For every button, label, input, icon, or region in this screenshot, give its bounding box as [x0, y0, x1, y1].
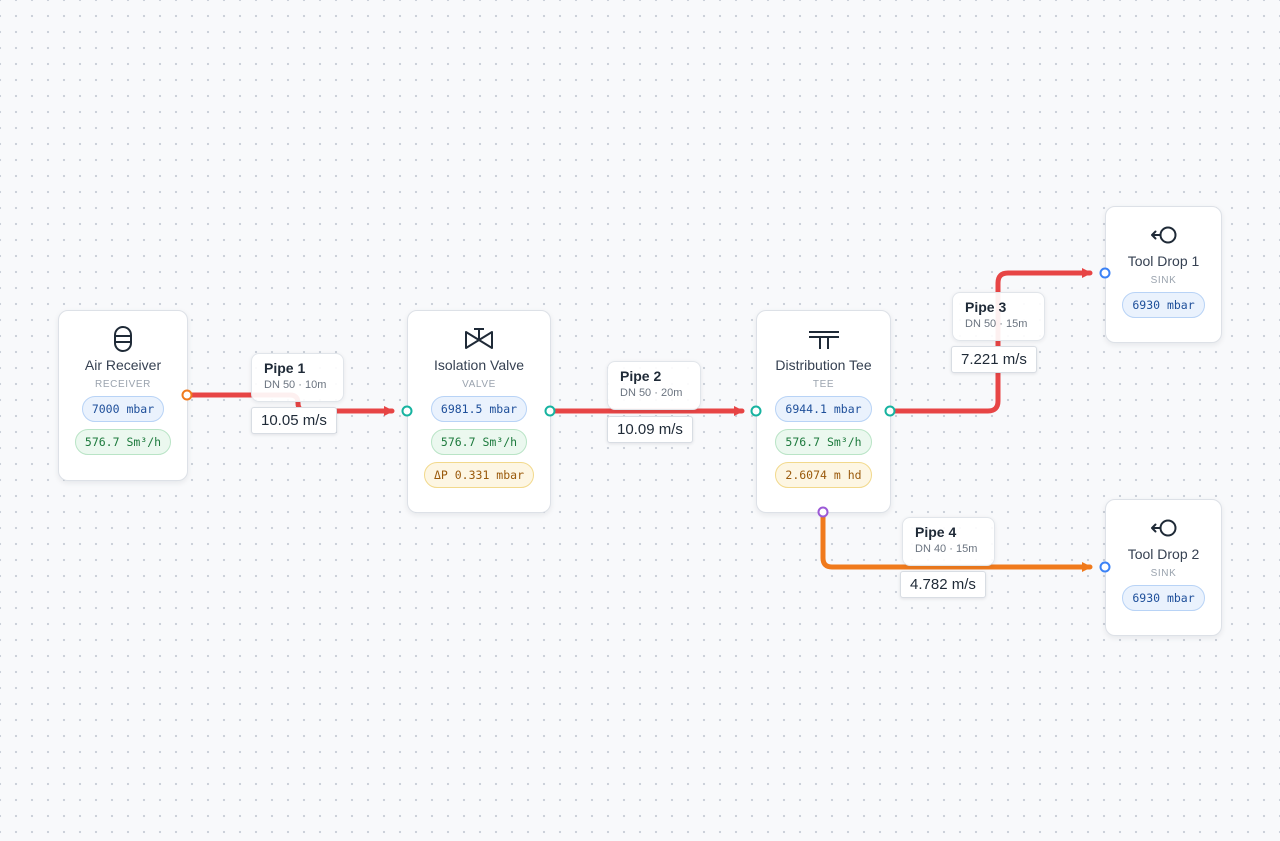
flow-badge: 576.7 Sm³/h: [74, 429, 172, 455]
pipe-name: Pipe 4: [915, 524, 957, 540]
pipe-spec: DN 40 · 15m: [915, 543, 978, 555]
flow-badge: 576.7 Sm³/h: [775, 429, 872, 455]
valve-output-handle[interactable]: [544, 405, 556, 417]
node-tool-drop-2[interactable]: Tool Drop 2 SINK 6930 mbar: [1105, 499, 1222, 636]
node-title: Tool Drop 1: [1127, 253, 1200, 269]
node-type: SINK: [1150, 568, 1177, 579]
node-type: SINK: [1150, 275, 1177, 286]
pipe-4-edge[interactable]: [820, 509, 1093, 572]
head-badge: 2.6074 m hd: [775, 462, 872, 488]
node-type: VALVE: [462, 379, 496, 390]
node-title: Isolation Valve: [433, 357, 524, 373]
tee-output-handle[interactable]: [884, 405, 896, 417]
tee-branch-handle[interactable]: [817, 506, 829, 518]
pressure-badge: 6930 mbar: [1122, 292, 1205, 318]
pipe-spec: DN 50 · 15m: [965, 318, 1028, 330]
pressure-badge: 6930 mbar: [1122, 585, 1205, 611]
tool-drop-1-input-handle[interactable]: [1099, 267, 1111, 279]
node-tool-drop-1[interactable]: Tool Drop 1 SINK 6930 mbar: [1105, 206, 1222, 343]
pipe-name: Pipe 1: [264, 360, 306, 376]
pressure-badge: 6981.5 mbar: [430, 396, 528, 422]
pipe-3-velocity: 7.221 m/s: [951, 346, 1037, 373]
sink-icon: [1149, 514, 1179, 542]
node-air-receiver[interactable]: Air Receiver RECEIVER 7000 mbar 576.7 Sm…: [58, 310, 188, 481]
valve-icon: [464, 325, 494, 353]
valve-input-handle[interactable]: [401, 405, 413, 417]
receiver-output-handle[interactable]: [181, 389, 193, 401]
pipe-name: Pipe 2: [620, 368, 662, 384]
tee-input-handle[interactable]: [750, 405, 762, 417]
pipe-4-label[interactable]: Pipe 4 DN 40 · 15m: [902, 517, 995, 566]
pipe-2-velocity: 10.09 m/s: [607, 416, 693, 443]
sink-icon: [1149, 221, 1179, 249]
node-distribution-tee[interactable]: Distribution Tee TEE 6944.1 mbar 576.7 S…: [756, 310, 891, 513]
node-title: Air Receiver: [84, 357, 162, 373]
node-isolation-valve[interactable]: Isolation Valve VALVE 6981.5 mbar 576.7 …: [407, 310, 551, 513]
pressure-badge: 7000 mbar: [81, 396, 165, 422]
tee-icon: [808, 325, 840, 353]
node-title: Tool Drop 2: [1127, 546, 1200, 562]
pipe-3-label[interactable]: Pipe 3 DN 50 · 15m: [952, 292, 1045, 341]
pipe-2-label[interactable]: Pipe 2 DN 50 · 20m: [607, 361, 701, 410]
node-title: Distribution Tee: [775, 357, 872, 373]
tool-drop-2-input-handle[interactable]: [1099, 561, 1111, 573]
pipe-spec: DN 50 · 20m: [620, 387, 683, 399]
pipe-1-label[interactable]: Pipe 1 DN 50 · 10m: [251, 353, 344, 402]
receiver-tank-icon: [112, 325, 134, 353]
node-type: RECEIVER: [95, 379, 151, 390]
pipe-name: Pipe 3: [965, 299, 1007, 315]
pipe-3-edge[interactable]: [887, 268, 1093, 414]
pipe-spec: DN 50 · 10m: [264, 379, 327, 391]
flow-badge: 576.7 Sm³/h: [430, 429, 528, 455]
pipe-1-velocity: 10.05 m/s: [251, 407, 337, 434]
pressure-drop-badge: ΔP 0.331 mbar: [423, 462, 534, 488]
node-type: TEE: [812, 379, 835, 390]
pipe-4-velocity: 4.782 m/s: [900, 571, 986, 598]
pressure-badge: 6944.1 mbar: [775, 396, 872, 422]
